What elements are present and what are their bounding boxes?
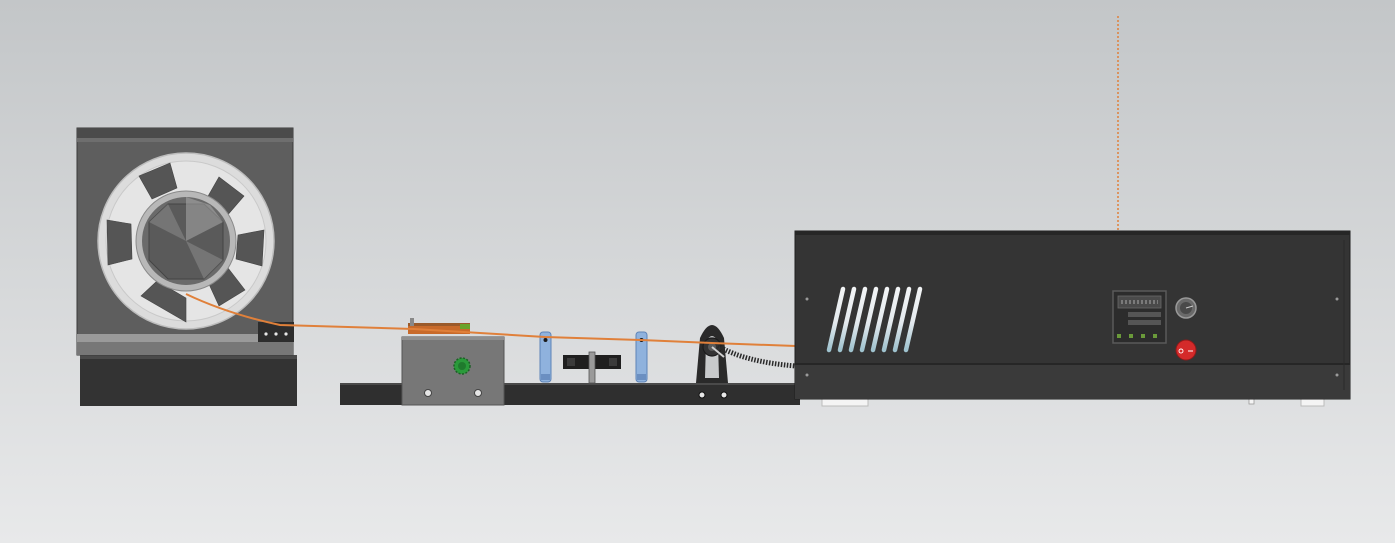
temperature-controller-icon bbox=[1112, 290, 1167, 344]
filament-spool-icon bbox=[97, 152, 275, 330]
spool-holder-icon bbox=[76, 127, 297, 406]
extruder-block-icon bbox=[401, 318, 505, 406]
filament-sensor-icon bbox=[711, 343, 797, 369]
filament-guide-icon bbox=[539, 331, 648, 383]
rotary-knob-icon bbox=[1175, 297, 1197, 319]
filament-exit-clip bbox=[258, 322, 294, 342]
spool-holder-base bbox=[80, 355, 297, 406]
vent-grille-icon bbox=[826, 286, 923, 353]
power-switch-icon bbox=[1175, 339, 1197, 361]
rotary-knob-icon bbox=[453, 357, 471, 375]
control-box-icon bbox=[794, 230, 1351, 407]
tension-roller-icon bbox=[563, 351, 621, 384]
filament-strand bbox=[185, 293, 797, 347]
